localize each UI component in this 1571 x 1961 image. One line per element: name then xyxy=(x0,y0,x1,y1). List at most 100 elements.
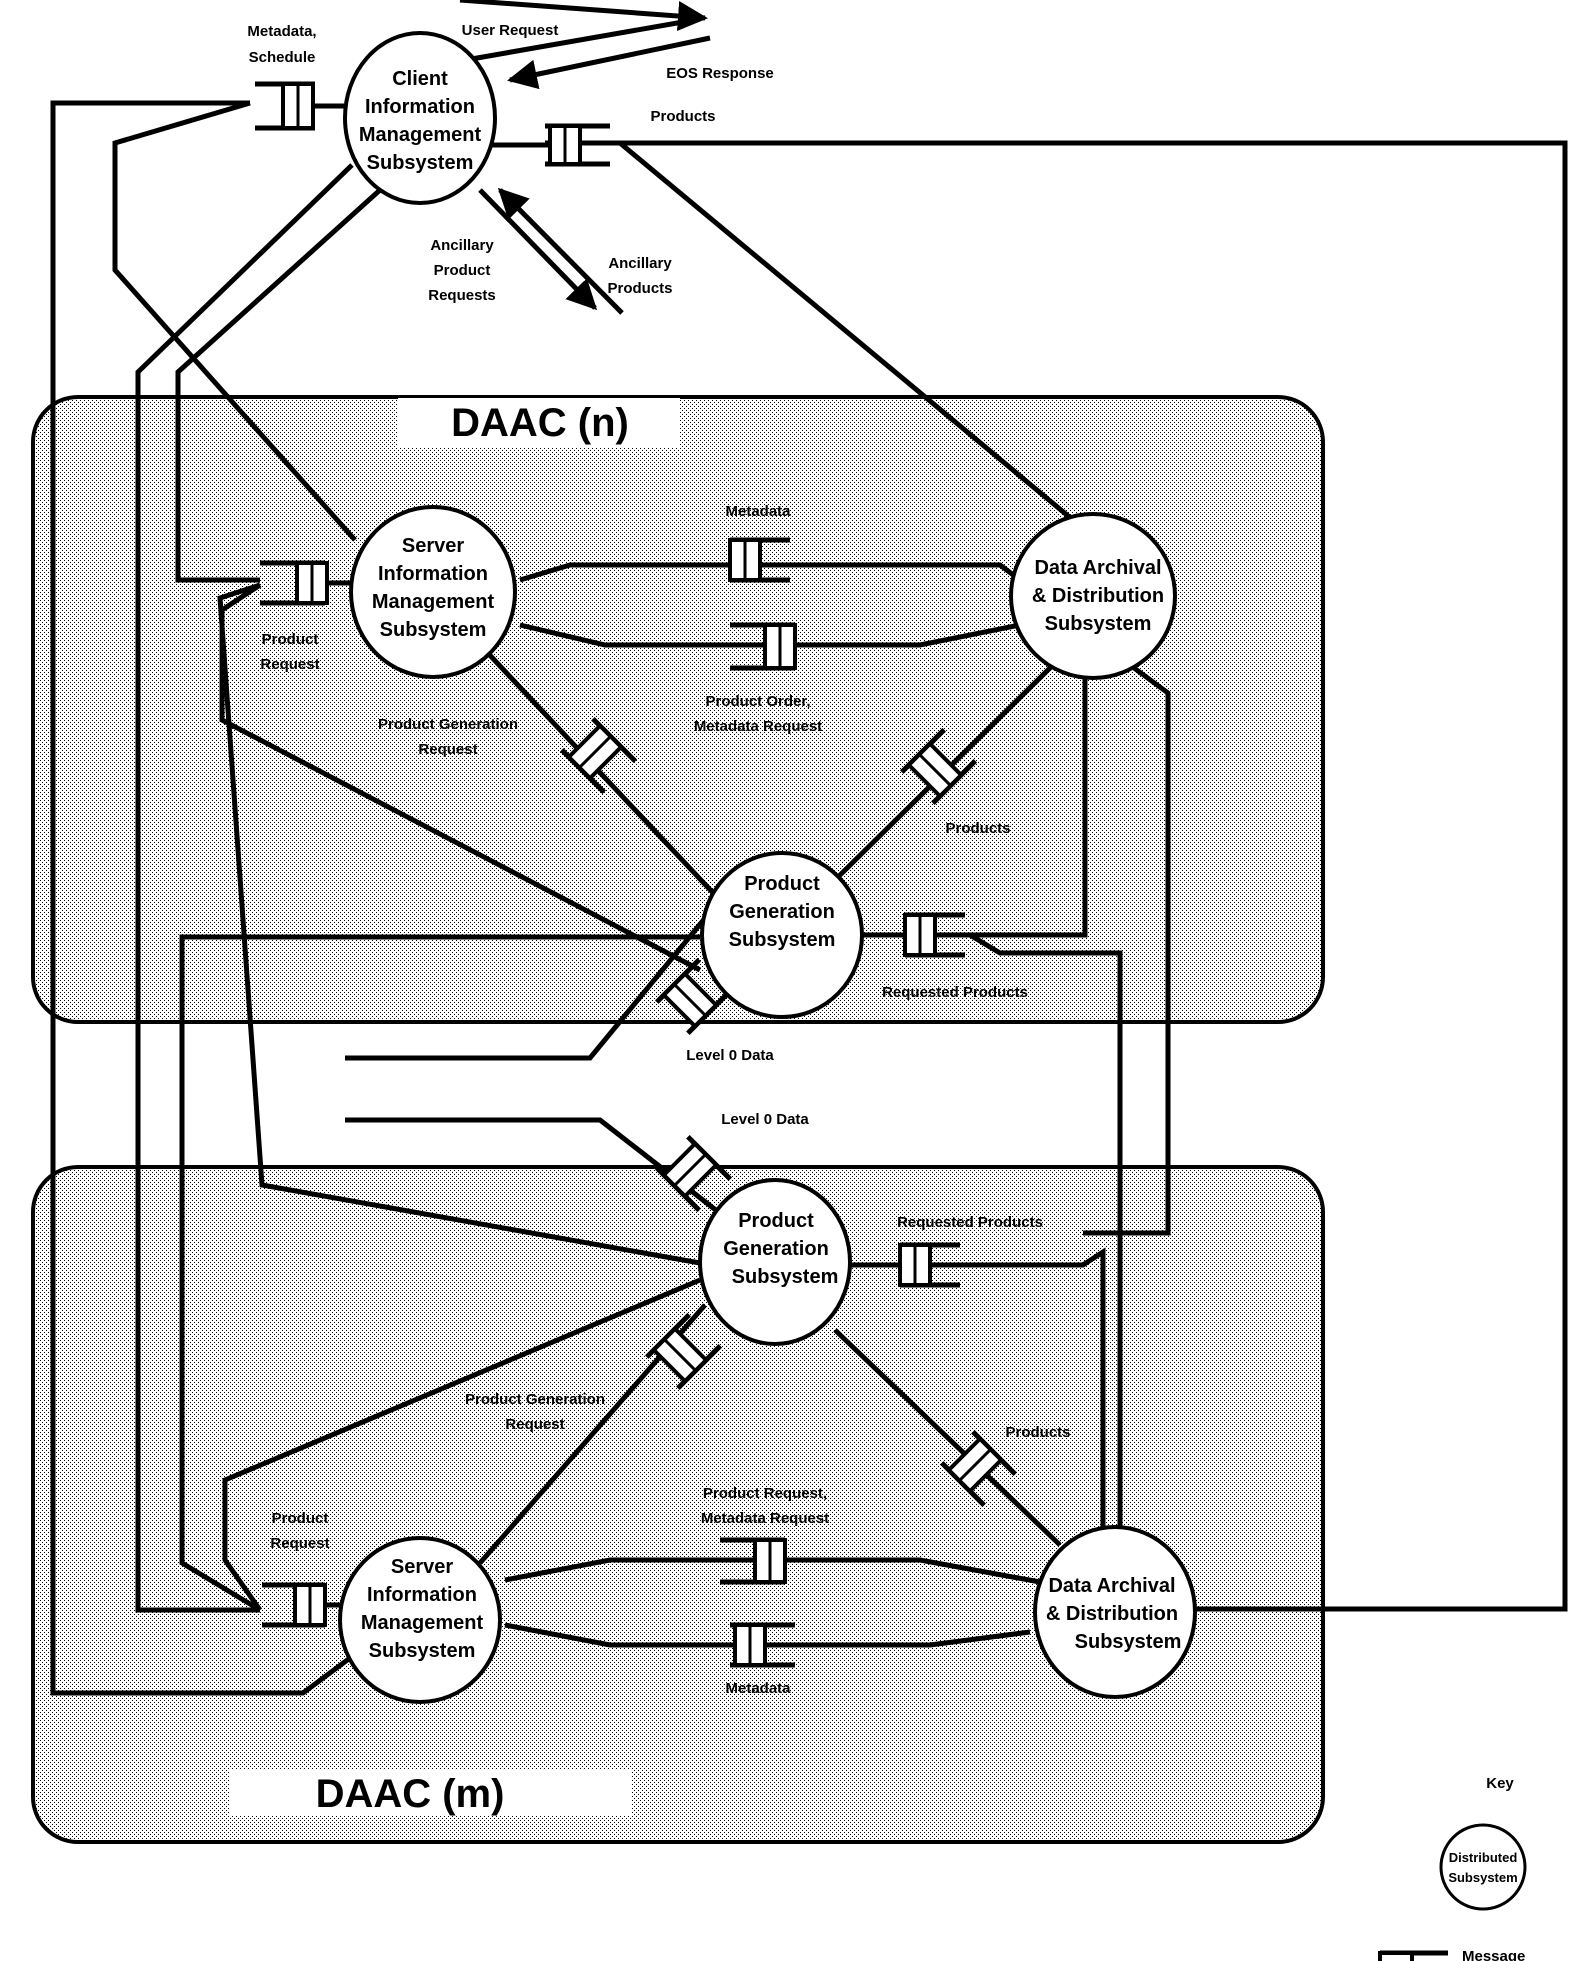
svg-text:Subsystem: Subsystem xyxy=(1075,1631,1182,1653)
link-client-products-to-n-dads xyxy=(618,141,1087,532)
queue-m-products xyxy=(939,1429,1018,1508)
label-m-product-request-metadata-2: Metadata Request xyxy=(701,1510,829,1527)
user-request-arrow-line xyxy=(459,16,701,64)
link-m-pgs-to-m-dads xyxy=(833,1328,1062,1547)
queue-level0-n xyxy=(654,957,733,1036)
link-client-to-m-server-a xyxy=(135,163,354,1613)
label-n-product-generation-request-2: Request xyxy=(418,741,477,758)
svg-text:Server: Server xyxy=(402,535,464,557)
queue-m-product-generation-request xyxy=(644,1312,723,1391)
svg-text:Distributed: Distributed xyxy=(1449,1850,1518,1865)
label-m-requested-products: Requested Products xyxy=(897,1214,1043,1231)
svg-text:Management: Management xyxy=(359,124,482,146)
daac-n-title: DAAC (n) xyxy=(451,401,629,445)
key-node-sample: Distributed Subsystem xyxy=(1439,1823,1527,1911)
label-n-product-request-1: Product xyxy=(262,631,319,648)
queue-n-products xyxy=(899,727,978,806)
queue-n-requested-products xyxy=(903,912,965,958)
svg-text:Message: Message xyxy=(1462,1948,1525,1961)
eos-response-arrow xyxy=(507,35,711,90)
key-message-queue-sample: Message xyxy=(1378,1948,1525,1961)
svg-text:Data Archival: Data Archival xyxy=(1034,557,1161,579)
svg-text:Subsystem: Subsystem xyxy=(729,929,836,951)
svg-text:Client: Client xyxy=(392,68,448,90)
label-n-product-order-1: Product Order, xyxy=(705,693,810,710)
svg-text:Subsystem: Subsystem xyxy=(1448,1870,1517,1885)
link-n-server-dads-order xyxy=(519,622,1021,648)
queue-client-products xyxy=(490,123,610,167)
label-m-product-generation-request-1: Product Generation xyxy=(465,1391,605,1408)
label-metadata-schedule-2: Schedule xyxy=(249,49,316,66)
link-client-metadata-to-n-server xyxy=(112,100,357,542)
svg-text:& Distribution: & Distribution xyxy=(1046,1603,1178,1625)
label-user-request: User Request xyxy=(462,22,559,39)
daac-n-title-bg xyxy=(398,398,680,448)
svg-text:& Distribution: & Distribution xyxy=(1032,585,1164,607)
link-n-dads-down-right xyxy=(1083,662,1171,1236)
label-ancillary-products-2: Products xyxy=(607,280,672,297)
label-m-product-request-1: Product xyxy=(272,1510,329,1527)
daac-m-title: DAAC (m) xyxy=(316,1772,505,1816)
label-level0-b: Level 0 Data xyxy=(721,1111,809,1128)
link-client-metadata-outer xyxy=(50,100,352,1696)
link-client-to-n-server xyxy=(175,188,382,583)
node-n-dads[interactable]: Data Archival & Distribution Subsystem xyxy=(1009,512,1177,680)
svg-text:Product: Product xyxy=(744,873,820,895)
link-n-pgs-to-n-server-request xyxy=(219,582,702,973)
label-eos-response: EOS Response xyxy=(666,65,774,82)
svg-text:Subsystem: Subsystem xyxy=(380,619,487,641)
label-products-top: Products xyxy=(650,108,715,125)
queue-m-product-request xyxy=(720,1537,787,1585)
node-m-dads[interactable]: Data Archival & Distribution Subsystem xyxy=(1033,1525,1197,1699)
queue-n-product-order xyxy=(730,622,797,671)
svg-text:Management: Management xyxy=(372,591,495,613)
level0-input-n xyxy=(345,898,722,1061)
label-metadata-schedule: Metadata, xyxy=(247,23,316,40)
node-m-pgs[interactable]: Product Generation Subsystem xyxy=(698,1178,852,1346)
node-n-server-ims[interactable]: Server Information Management Subsystem xyxy=(349,505,517,679)
queue-n-server-product-request xyxy=(260,560,350,606)
ancillary-request-arrow xyxy=(478,188,598,311)
label-ancillary-product-requests-1: Ancillary xyxy=(430,237,494,254)
key-title: Key xyxy=(1486,1775,1514,1792)
link-m-server-dads-metadata xyxy=(504,1622,1031,1648)
link-n-server-dads-metadata xyxy=(519,562,1022,583)
label-ancillary-product-requests-3: Requests xyxy=(428,287,496,304)
node-client-ims[interactable]: Client Information Management Subsystem xyxy=(343,31,497,205)
label-n-products: Products xyxy=(945,820,1010,837)
svg-text:Product: Product xyxy=(738,1210,814,1232)
svg-text:Information: Information xyxy=(378,563,488,585)
svg-text:Information: Information xyxy=(365,96,475,118)
label-n-product-generation-request-1: Product Generation xyxy=(378,716,518,733)
label-m-product-request-metadata-1: Product Request, xyxy=(703,1485,827,1502)
queue-m-requested-products xyxy=(898,1242,960,1288)
svg-text:Management: Management xyxy=(361,1612,484,1634)
svg-text:Subsystem: Subsystem xyxy=(1045,613,1152,635)
node-n-pgs[interactable]: Product Generation Subsystem xyxy=(700,851,864,1019)
label-m-product-request-2: Request xyxy=(270,1535,329,1552)
node-m-server-ims[interactable]: Server Information Management Subsystem xyxy=(338,1536,502,1704)
label-m-metadata: Metadata xyxy=(725,1680,791,1697)
label-n-product-order-2: Metadata Request xyxy=(694,718,822,735)
link-n-server-to-n-pgs xyxy=(483,648,717,897)
link-n-pgs-to-m-server xyxy=(179,934,700,1613)
daac-m-title-bg xyxy=(230,1770,632,1816)
label-n-metadata: Metadata xyxy=(725,503,791,520)
queue-n-product-generation-request xyxy=(559,716,638,795)
label-ancillary-product-requests-2: Product xyxy=(434,262,491,279)
svg-text:Subsystem: Subsystem xyxy=(367,152,474,174)
svg-text:Data Archival: Data Archival xyxy=(1048,1575,1175,1597)
svg-text:Information: Information xyxy=(367,1584,477,1606)
svg-text:Subsystem: Subsystem xyxy=(369,1640,476,1662)
label-n-requested-products: Requested Products xyxy=(882,984,1028,1001)
svg-text:Server: Server xyxy=(391,1556,453,1578)
link-m-pgs-to-n-server xyxy=(217,582,701,1266)
link-client-products-far-right xyxy=(545,140,1568,1612)
queue-m-metadata xyxy=(730,1622,795,1668)
svg-text:Generation: Generation xyxy=(729,901,835,923)
link-m-requested-products xyxy=(820,1247,1106,1540)
label-level0-a: Level 0 Data xyxy=(686,1047,774,1064)
daac-n-container xyxy=(31,395,1325,1024)
queue-level0-m xyxy=(654,1134,733,1213)
